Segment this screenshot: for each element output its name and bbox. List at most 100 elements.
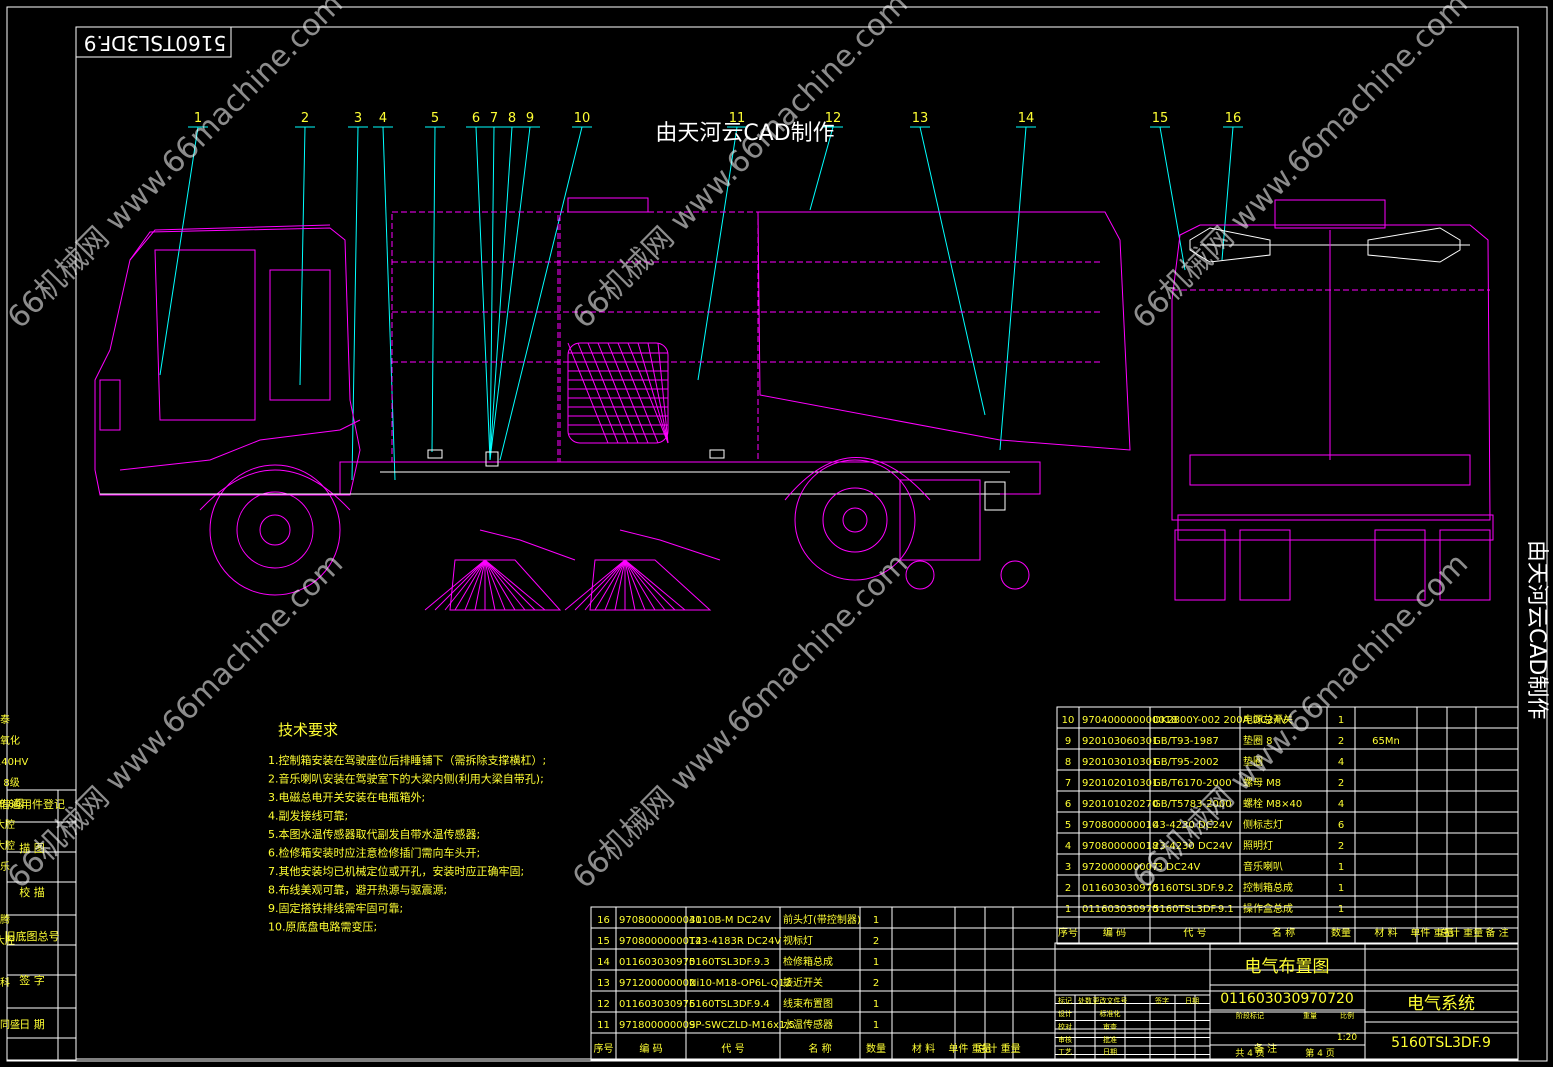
bom-header: 名 称 xyxy=(808,1042,831,1055)
tech-req-item: 4.副发接线可靠; xyxy=(268,809,348,823)
title-block-label: 工艺 xyxy=(1058,1048,1072,1056)
bom-cell: 操作盒总成 xyxy=(1243,902,1293,915)
bom-cell: 线束布置图 xyxy=(783,997,833,1010)
bom-cell: 1 xyxy=(1065,904,1071,915)
bom-cell: 23-4230 DC24V xyxy=(1153,841,1232,852)
truck-rear-view xyxy=(1171,199,1494,601)
left-strip-label: 描 图 xyxy=(19,841,45,855)
bom-cell: 2 xyxy=(1338,778,1344,789)
bom-cell: 14 xyxy=(597,957,610,968)
bom-header: 单件 重量 xyxy=(948,1042,991,1055)
tech-req-item: 5.本图水温传感器取代副发自带水温传感器; xyxy=(268,827,480,841)
bom-cell: 2 xyxy=(1338,736,1344,747)
tech-req-item: 10.原底盘电路需变压; xyxy=(268,920,377,934)
bom-cell: 5160TSL3DF.9.4 xyxy=(689,999,770,1010)
tech-req-list: 1.控制箱安装在驾驶座位后排睡铺下（需拆除支撑横杠）;2.音乐喇叭安装在驾驶室下… xyxy=(268,753,546,934)
bom-cell: 螺母 M8 xyxy=(1243,777,1281,789)
title-block-label: 比例 xyxy=(1340,1011,1354,1020)
bom-cell: 43-4230 DC24V xyxy=(1153,820,1232,831)
title-block: 电气布置图 011603030970720 电气系统 5160TSL3DF.9 … xyxy=(1054,942,1519,1060)
bom-header: 序号 xyxy=(1058,926,1078,939)
bom-header: 编 码 xyxy=(639,1042,662,1055)
watermark-text: 66机械网 www.66machine.com xyxy=(566,0,915,336)
bom-cell: 8 xyxy=(1065,757,1071,768)
sweeper-brushes xyxy=(424,559,686,611)
watermark-text: 66机械网 www.66machine.com xyxy=(566,546,915,895)
bom-cell: 5160TSL3DF.9.1 xyxy=(1153,904,1234,915)
side-credit-text: 由天河云CAD制作 xyxy=(1524,540,1549,719)
bom-cell: 920103010301 xyxy=(1082,757,1158,768)
left-strip-label: 日 期 xyxy=(19,1018,45,1031)
bom-cell: 湖大腔 xyxy=(0,818,15,831)
title-block-label: 标准化 xyxy=(1100,1009,1121,1018)
bom-cell: 宜科 xyxy=(0,976,10,989)
bom-cell: 垫圈 8 xyxy=(1243,734,1273,747)
bom-cell: 上海同盛 xyxy=(0,1018,20,1031)
bom-cell: 1 xyxy=(873,915,879,926)
bom-cell: 侧标志灯 xyxy=(1243,818,1283,831)
balloon-16: 16 xyxy=(1225,111,1242,126)
bom-cell: 2 xyxy=(1065,883,1071,894)
bom-cell: 920102010301 xyxy=(1082,778,1158,789)
bom-cell: Ni10-M18-OP6L-Q12 xyxy=(689,978,791,989)
bom-cell: 湖大腔 xyxy=(0,839,15,852)
bom-cell: 5 xyxy=(1065,820,1071,831)
title-block-label: 审核 xyxy=(1058,1035,1072,1044)
bom-cell: SP-SWCZLD-M16x1.5 xyxy=(689,1020,795,1031)
bom-cell: 9708000000031 xyxy=(619,915,702,926)
tech-req-title: 技术要求 xyxy=(278,721,338,739)
bom-cell: 镀锌 8.8级 xyxy=(0,797,25,810)
bom-cell: 1 xyxy=(873,999,879,1010)
tech-req-item: 9.固定搭铁排线需牢固可靠; xyxy=(268,901,403,915)
drawing-number: 011603030970720 xyxy=(1220,991,1354,1007)
bom-header: 代 号 xyxy=(1183,927,1206,939)
bom-header: 材 料 xyxy=(1374,926,1397,939)
bom-header: 编 码 xyxy=(1103,926,1126,939)
bom-cell: 5160TSL3DF.9.3 xyxy=(689,957,770,968)
bom-cell: 表面氧化 xyxy=(0,734,20,747)
bom-cell: 1 xyxy=(873,957,879,968)
title-block-label: 批准 xyxy=(1103,1035,1117,1044)
bom-cell: 镀锌 140HV xyxy=(0,755,28,768)
scale: 1:20 xyxy=(1337,1033,1357,1043)
bom-cell: 照明灯 xyxy=(1243,840,1273,852)
sheet-number: 第 4 页 xyxy=(1305,1047,1334,1059)
bom-cell: 1 xyxy=(1338,715,1344,726)
balloon-5: 5 xyxy=(431,111,439,126)
balloon-10: 10 xyxy=(574,111,591,126)
bom-cell: 控制箱总成 xyxy=(1243,881,1293,894)
balloon-7: 7 xyxy=(490,111,498,126)
title-block-label: 重量 xyxy=(1303,1012,1317,1020)
cad-credit-text: 由天河云CAD制作 xyxy=(655,121,834,146)
balloon-3: 3 xyxy=(354,111,362,126)
title-block-label: 标记 xyxy=(1058,996,1072,1005)
bom-header: 单件 重量 xyxy=(1410,926,1453,939)
bom-header: 总计 重量 xyxy=(977,1042,1020,1055)
sheet-count: 共 4 页 xyxy=(1235,1048,1264,1059)
title-block-label: 审查 xyxy=(1103,1022,1117,1031)
bom-cell: 2 xyxy=(873,978,879,989)
bom-header: 备 注 xyxy=(1485,926,1508,939)
bom-cell: 920103060301 xyxy=(1082,736,1158,747)
bom-cell: 971800000009 xyxy=(619,1020,695,1031)
bom-cell: 972000000007 xyxy=(1082,862,1158,873)
bom-cell: GB/T5783-2000 xyxy=(1153,799,1232,810)
bom-cell: 镀锌 8级 xyxy=(0,776,20,789)
outer-frame xyxy=(6,6,1548,1062)
bom-cell: 奥乐 xyxy=(0,860,10,873)
bom-cell: 前头灯(带控制器) xyxy=(783,913,861,926)
bom-cell: 7 xyxy=(1065,778,1071,789)
tech-req-item: 2.音乐喇叭安装在驾驶室下的大梁内侧(利用大梁自带孔); xyxy=(268,772,544,786)
bom-cell: 水温传感器 xyxy=(783,1018,833,1031)
bom-cell: 4 xyxy=(1065,841,1071,852)
title-block-label: 日期 xyxy=(1185,997,1199,1005)
bom-cell: 920101020270 xyxy=(1082,799,1158,810)
bom-cell: 6 xyxy=(1065,799,1071,810)
bom-cell: 970400000000018 xyxy=(1082,715,1177,726)
bom-cell: 4010B-M DC24V xyxy=(689,915,771,926)
balloon-15: 15 xyxy=(1152,111,1169,126)
bom-header: 代 号 xyxy=(721,1043,744,1055)
bom-cell: 011603030970 xyxy=(1082,883,1158,894)
